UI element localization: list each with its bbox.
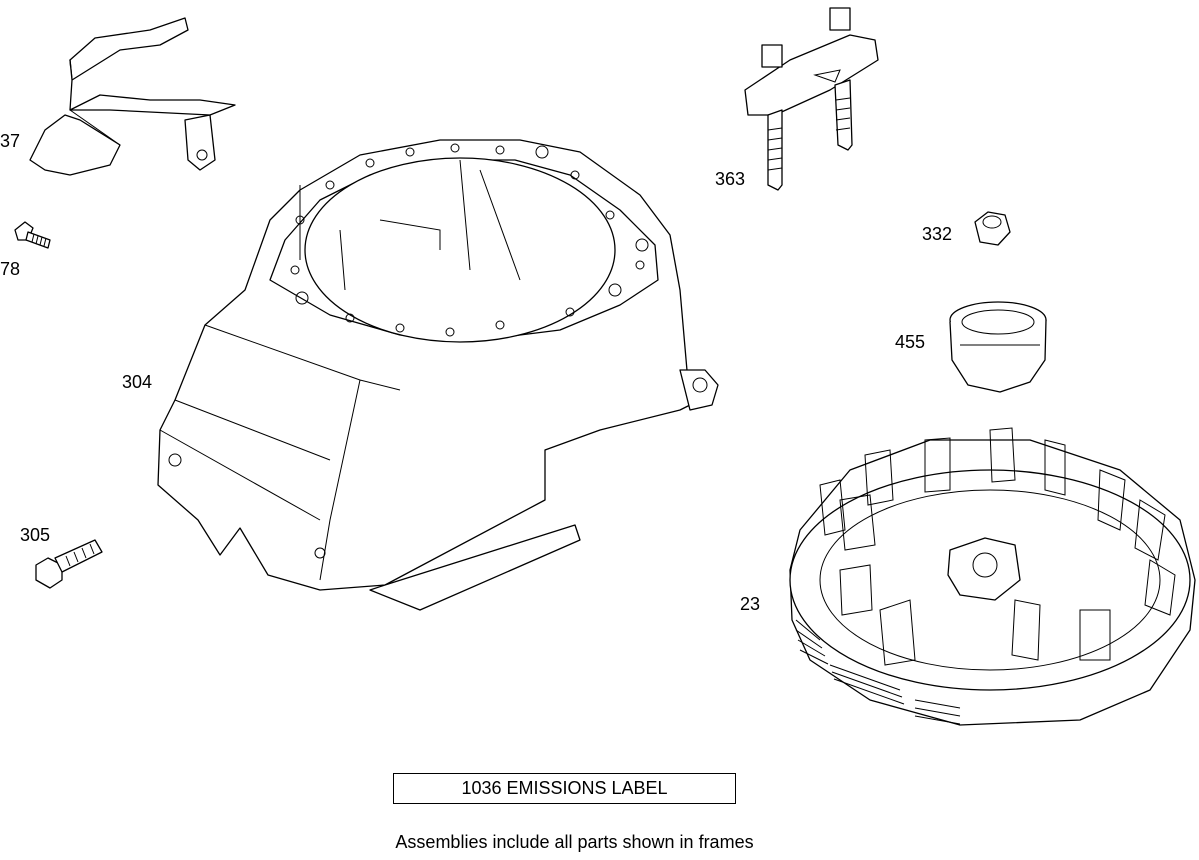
part-78-screw xyxy=(14,221,51,249)
callout-455: 455 xyxy=(895,332,925,352)
callout-332: 332 xyxy=(922,224,952,244)
part-363-bracket-studs xyxy=(744,7,879,191)
part-37-shield xyxy=(29,17,236,176)
callout-305: 305 xyxy=(20,525,50,545)
part-332-nut xyxy=(974,211,1011,246)
callout-304: 304 xyxy=(122,372,152,392)
part-305-bolt xyxy=(35,539,103,589)
part-304-blower-housing xyxy=(157,139,719,611)
callout-363: 363 xyxy=(715,169,745,189)
part-455-starter-cup xyxy=(949,301,1047,393)
part-23-flywheel xyxy=(789,427,1196,726)
callout-23: 23 xyxy=(740,594,760,614)
emissions-label-frame: 1036 EMISSIONS LABEL xyxy=(393,773,736,804)
callout-37: 37 xyxy=(0,131,20,151)
emissions-label-text: 1036 EMISSIONS LABEL xyxy=(461,778,668,798)
footer-note: Assemblies include all parts shown in fr… xyxy=(395,832,754,852)
callout-78: 78 xyxy=(0,259,20,279)
